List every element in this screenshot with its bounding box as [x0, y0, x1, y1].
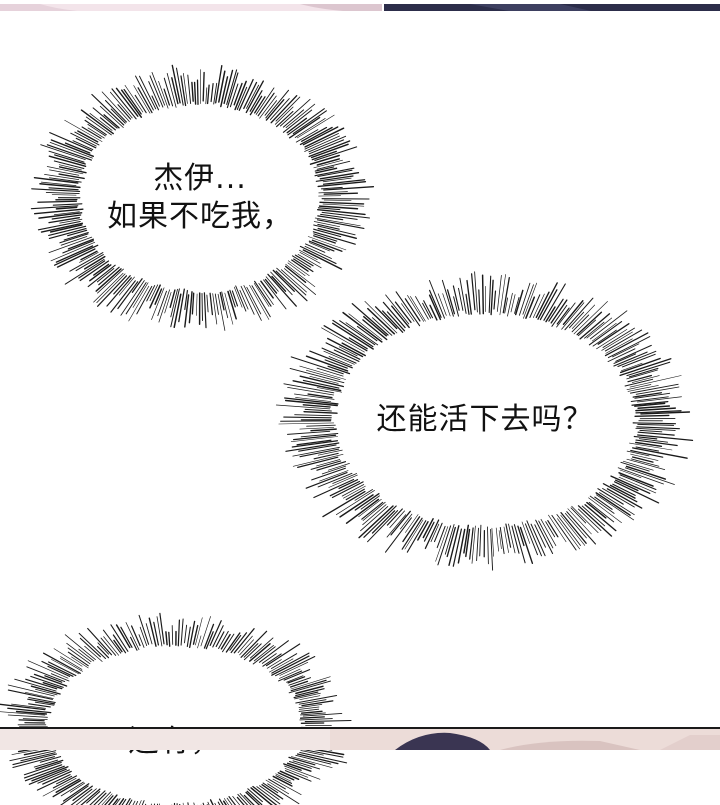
previous-panel-strip [0, 0, 720, 11]
speech-bubble: 还能活下去吗？ [280, 255, 690, 585]
speech-bubble: 还有， [15, 605, 335, 805]
bubble-line: 杰伊... [153, 160, 247, 198]
previous-panel-art [0, 4, 720, 11]
next-panel-art [0, 727, 720, 750]
bubble-text: 还有， [15, 605, 335, 805]
bubble-line: 如果不吃我， [107, 198, 293, 236]
bubble-text: 还能活下去吗？ [280, 255, 690, 585]
bubble-line: 还能活下去吗？ [377, 401, 594, 439]
next-panel-strip [0, 727, 720, 750]
